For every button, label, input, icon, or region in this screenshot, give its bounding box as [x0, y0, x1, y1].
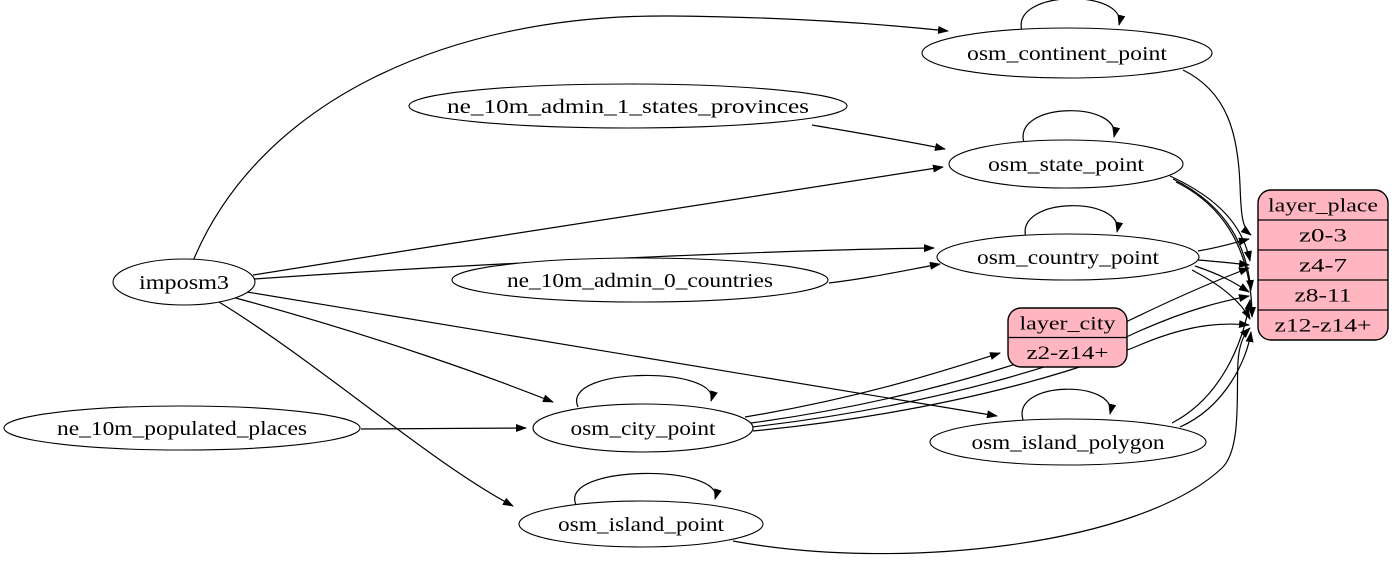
node-ellipse-osm_city_point — [532, 403, 754, 453]
edge-imposm3-osm_state_point — [252, 164, 944, 276]
edge-imposm3-osm_city_point — [231, 296, 554, 403]
edge-osm_island_point-layer_place-z12-z14+ — [732, 327, 1251, 555]
node-ne_10m_admin_1_states_provinces: ne_10m_admin_1_states_provinces — [408, 83, 848, 129]
node-osm_island_point: osm_island_point — [518, 500, 764, 548]
edge-osm_city_point-osm_city_point-selfloop — [576, 374, 718, 408]
edge-osm_country_point-layer_place-z12-z14+ — [1191, 269, 1251, 320]
node-osm_city_point: osm_city_point — [532, 403, 754, 453]
edge-osm_state_point-osm_state_point-selfloop — [1022, 110, 1121, 144]
edge-ne_10m_admin_0_countries-osm_country_point — [828, 261, 941, 284]
edge-osm_continent_point-layer_place-z0-3 — [1182, 69, 1252, 236]
edge-imposm3-osm_island_point — [218, 301, 514, 507]
node-label-ne_10m_admin_1_states_provinces: ne_10m_admin_1_states_provinces — [447, 96, 809, 118]
edge-osm_state_point-layer_place-z4-7 — [1169, 175, 1252, 262]
node-ellipse-osm_island_polygon — [929, 418, 1207, 466]
edge-ne_10m_populated_places-osm_city_point — [360, 424, 527, 433]
node-label-osm_island_point: osm_island_point — [558, 514, 725, 536]
node-label-ne_10m_populated_places: ne_10m_populated_places — [57, 418, 307, 440]
node-ellipse-osm_island_point — [518, 500, 764, 548]
edge-imposm3-osm_continent_point — [192, 15, 949, 262]
record-layer_place: layer_place z0-3 z4-7 z8-11 z12-z14+ — [1257, 189, 1389, 341]
node-osm_country_point: osm_country_point — [936, 233, 1200, 281]
edge-osm_country_point-osm_country_point-selfloop — [1024, 205, 1124, 239]
edge-ne_10m_admin_1_states_provinces-osm_state_point — [811, 124, 946, 151]
record-row-label-layer_place-z12-z14+: z12-z14+ — [1275, 316, 1372, 337]
node-label-imposm3: imposm3 — [139, 272, 229, 294]
record-rect-layer_place — [1257, 189, 1389, 341]
node-ne_10m_populated_places: ne_10m_populated_places — [3, 405, 361, 451]
edge-osm_country_point-layer_place-z4-7 — [1197, 259, 1250, 268]
edge-osm_city_point-layer_city-z2-z14+ — [744, 352, 1001, 418]
edge-osm_island_polygon-layer_place-z12-z14+ — [1179, 331, 1254, 428]
node-ne_10m_admin_0_countries: ne_10m_admin_0_countries — [451, 257, 829, 303]
node-ellipse-imposm3 — [112, 258, 256, 306]
edge-osm_city_point-layer_place-z12-z14+ — [752, 320, 1250, 432]
edge-osm_city_point-layer_place-z8-11 — [751, 294, 1250, 428]
node-label-osm_continent_point: osm_continent_point — [967, 43, 1168, 65]
node-label-osm_country_point: osm_country_point — [977, 247, 1160, 269]
edge-osm_island_polygon-osm_island_polygon-selfloop — [1021, 388, 1117, 421]
edge-osm_island_polygon-layer_place-z8-11 — [1171, 299, 1253, 424]
node-imposm3: imposm3 — [112, 258, 256, 306]
record-row-label-layer_place-z8-11: z8-11 — [1295, 286, 1352, 307]
node-label-osm_city_point: osm_city_point — [571, 418, 717, 440]
record-layer_city: layer_city z2-z14+ — [1007, 307, 1128, 368]
edge-osm_state_point-layer_place-z8-11 — [1172, 178, 1254, 291]
record-row-label-layer_place-z0-3: z0-3 — [1299, 226, 1347, 247]
edge-osm_continent_point-osm_continent_point-selfloop — [1020, 0, 1126, 32]
edge-osm_city_point-layer_place-z4-7 — [750, 267, 1250, 424]
edge-osm_island_point-osm_island_point-selfloop — [574, 472, 722, 506]
edge-imposm3-osm_island_polygon — [246, 291, 998, 419]
edge-osm_country_point-layer_place-z0-3 — [1197, 237, 1250, 252]
node-ellipse-ne_10m_admin_1_states_provinces — [408, 83, 848, 129]
node-ellipse-osm_state_point — [948, 139, 1184, 189]
node-label-osm_island_polygon: osm_island_polygon — [972, 432, 1165, 454]
record-row-label-layer_place-z4-7: z4-7 — [1299, 256, 1347, 277]
node-osm_continent_point: osm_continent_point — [921, 27, 1213, 79]
record-row-label-layer_city-z2-z14+: z2-z14+ — [1027, 343, 1109, 364]
node-osm_state_point: osm_state_point — [948, 139, 1184, 189]
nodes-layer: imposm3 ne_10m_admin_1_states_provincesne… — [3, 27, 1389, 548]
node-label-ne_10m_admin_0_countries: ne_10m_admin_0_countries — [507, 270, 773, 292]
node-ellipse-ne_10m_admin_0_countries — [451, 257, 829, 303]
node-ellipse-osm_continent_point — [921, 27, 1213, 79]
node-osm_island_polygon: osm_island_polygon — [929, 418, 1207, 466]
node-ellipse-osm_country_point — [936, 233, 1200, 281]
record-row-label-layer_place-layer_place: layer_place — [1268, 196, 1378, 217]
node-label-osm_state_point: osm_state_point — [988, 154, 1145, 176]
node-ellipse-ne_10m_populated_places — [3, 405, 361, 451]
record-row-label-layer_city-layer_city: layer_city — [1020, 313, 1117, 334]
